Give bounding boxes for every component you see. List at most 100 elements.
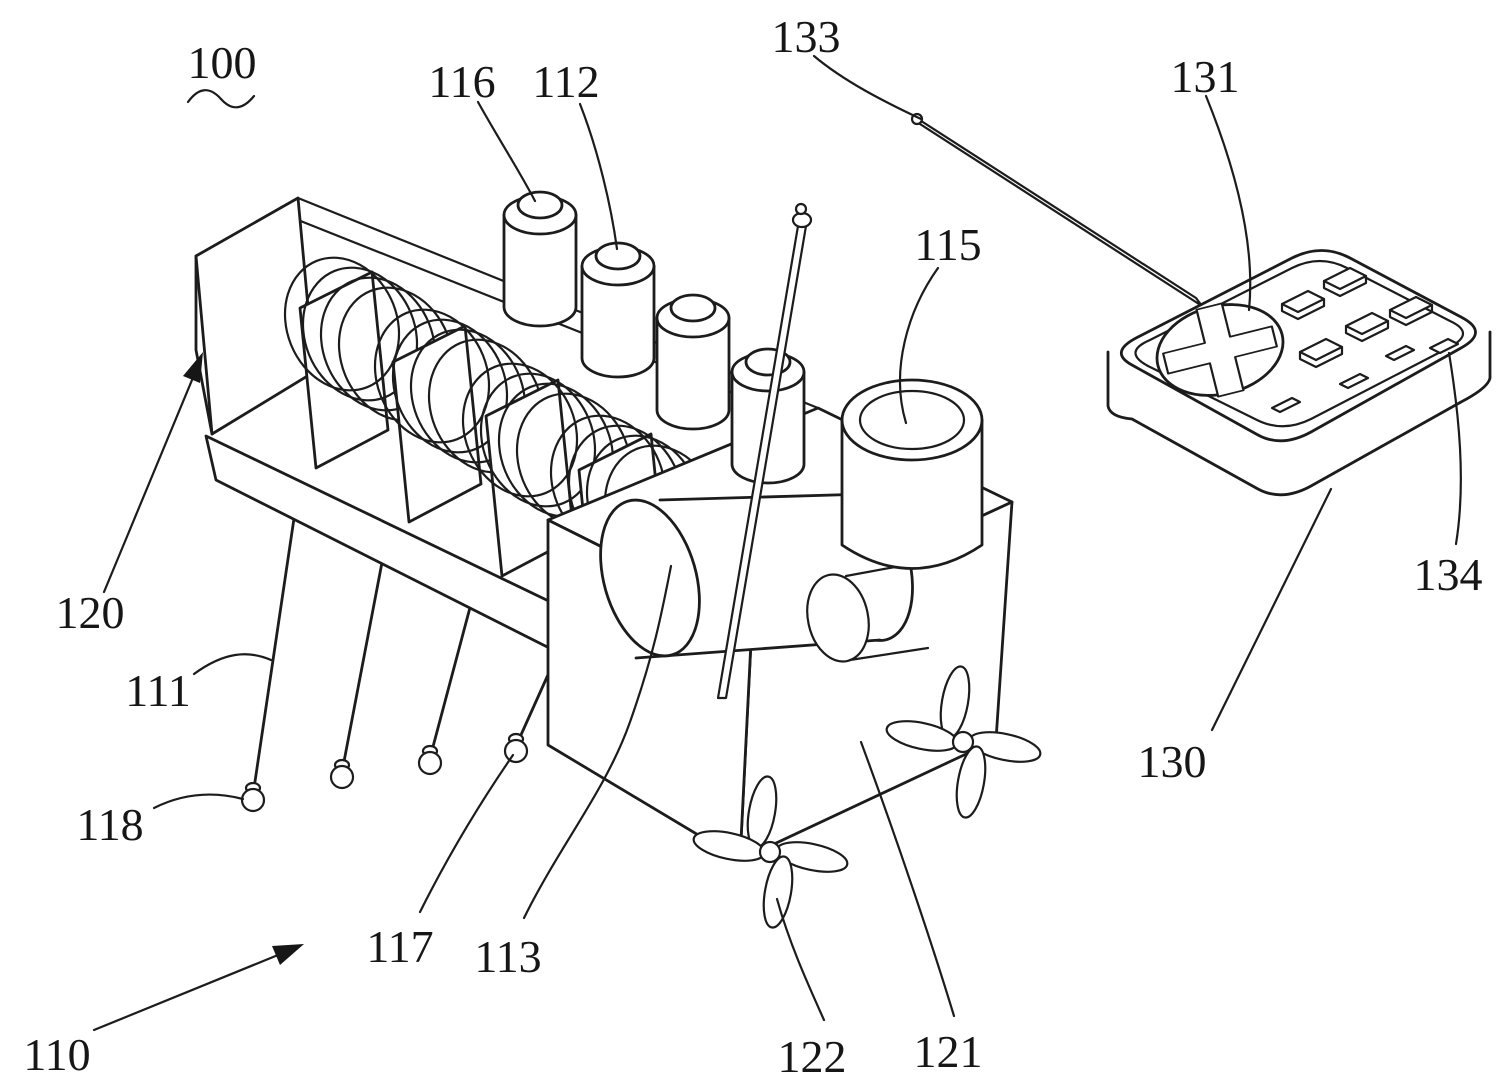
top-cylinder-2 bbox=[580, 241, 656, 379]
label-117: 117 bbox=[366, 921, 433, 972]
leader-100-tilde bbox=[186, 89, 256, 109]
button-side bbox=[1322, 274, 1368, 298]
cylinder-barrel bbox=[655, 316, 731, 431]
remote-antenna-shaft bbox=[913, 115, 1204, 308]
remote-control bbox=[910, 112, 1492, 497]
label-113: 113 bbox=[474, 931, 541, 982]
leg-2 bbox=[329, 550, 386, 790]
top-cylinder-4 bbox=[730, 347, 806, 485]
left-end-panel bbox=[194, 196, 316, 436]
leader-110 bbox=[92, 953, 280, 1032]
roller-top-edge bbox=[658, 492, 870, 502]
cylinder-cap bbox=[594, 241, 642, 271]
label-111: 111 bbox=[125, 665, 191, 716]
top-cylinder-3 bbox=[655, 293, 731, 431]
leader-130 bbox=[1210, 487, 1333, 732]
coil-turn bbox=[373, 308, 491, 444]
remote-lower-rim bbox=[1106, 330, 1492, 497]
leader-121 bbox=[859, 740, 956, 1018]
leader-120-arrowhead bbox=[183, 352, 203, 383]
propeller-blade bbox=[762, 855, 794, 929]
remote-antenna bbox=[910, 112, 1204, 308]
leader-116 bbox=[476, 100, 537, 203]
label-122: 122 bbox=[778, 1031, 847, 1082]
leader-lines bbox=[92, 54, 1462, 1032]
motor-top bbox=[840, 378, 984, 462]
propeller-blade bbox=[955, 745, 987, 819]
label-133: 133 bbox=[772, 11, 841, 62]
coil-turn bbox=[301, 266, 419, 402]
leader-112 bbox=[578, 102, 619, 251]
foot-ball bbox=[240, 787, 266, 813]
leader-134 bbox=[1447, 351, 1462, 546]
propeller-hub bbox=[951, 730, 975, 754]
leader-113 bbox=[522, 564, 673, 920]
roller-left-end bbox=[599, 498, 701, 658]
left-end-panel-face bbox=[194, 196, 316, 436]
remote-button-2[interactable] bbox=[1322, 266, 1368, 298]
label-118: 118 bbox=[76, 799, 143, 850]
propeller-right bbox=[885, 665, 1042, 819]
label-100: 100 bbox=[188, 37, 257, 88]
foot-ball bbox=[503, 738, 529, 764]
cylinder-cap bbox=[516, 190, 564, 220]
coil-turn bbox=[479, 372, 597, 508]
foot-ball bbox=[329, 764, 355, 790]
remote-small-switch[interactable] bbox=[1428, 337, 1460, 355]
motor-shaft-bottom bbox=[848, 646, 930, 662]
leader-118 bbox=[152, 793, 245, 810]
antenna-knob bbox=[791, 211, 813, 229]
button-side bbox=[1344, 319, 1390, 343]
remote-flat-key-2[interactable] bbox=[1338, 372, 1370, 390]
motor-body bbox=[840, 418, 984, 570]
remote-flat-key-1[interactable] bbox=[1270, 396, 1302, 414]
remote-flat-key-3[interactable] bbox=[1384, 344, 1416, 362]
leader-131 bbox=[1204, 94, 1252, 312]
antenna-tip bbox=[794, 202, 808, 216]
label-110: 110 bbox=[23, 1029, 90, 1080]
label-116: 116 bbox=[428, 56, 495, 107]
left-end-panel-edge bbox=[194, 254, 214, 436]
coil-turn bbox=[283, 256, 401, 392]
leg-1 bbox=[240, 503, 298, 813]
leg-rod bbox=[428, 598, 474, 760]
cylinder-barrel bbox=[502, 213, 578, 328]
label-120: 120 bbox=[56, 587, 125, 638]
label-134: 134 bbox=[1414, 549, 1483, 600]
antenna-rod bbox=[716, 202, 813, 700]
reference-numerals: 100 116 112 133 131 115 120 111 118 117 … bbox=[23, 11, 1482, 1082]
leg-rod bbox=[251, 503, 298, 797]
label-121: 121 bbox=[914, 1026, 983, 1077]
motor-shaft-end bbox=[806, 573, 870, 663]
dpad-cross-icon[interactable] bbox=[1155, 293, 1285, 407]
leg-3 bbox=[417, 598, 474, 776]
leader-117 bbox=[418, 753, 515, 914]
dpad-control bbox=[1155, 293, 1285, 407]
button-side bbox=[1298, 345, 1344, 369]
leg-rod bbox=[340, 550, 386, 774]
leader-115 bbox=[898, 266, 940, 425]
label-115: 115 bbox=[914, 219, 981, 270]
remote-button-3[interactable] bbox=[1344, 311, 1390, 343]
button-side bbox=[1280, 297, 1326, 321]
machine-assembly bbox=[194, 190, 1042, 929]
leader-133 bbox=[812, 54, 923, 121]
propeller-hub bbox=[758, 840, 782, 864]
remote-button-1[interactable] bbox=[1280, 289, 1326, 321]
leader-110-arrowhead bbox=[272, 944, 304, 965]
propeller-front bbox=[692, 775, 849, 929]
motor bbox=[806, 378, 984, 663]
coil-turn bbox=[461, 362, 579, 498]
top-cylinder-1 bbox=[502, 190, 578, 328]
button-side bbox=[1388, 303, 1434, 327]
remote-button-5[interactable] bbox=[1298, 337, 1344, 369]
leader-111 bbox=[192, 653, 273, 676]
foot-ball bbox=[417, 750, 443, 776]
cylinder-cap bbox=[669, 293, 717, 323]
motor-top-rim bbox=[858, 389, 966, 451]
cylinder-barrel bbox=[580, 264, 656, 379]
partition-2 bbox=[391, 324, 483, 524]
remote-button-4[interactable] bbox=[1388, 295, 1434, 327]
